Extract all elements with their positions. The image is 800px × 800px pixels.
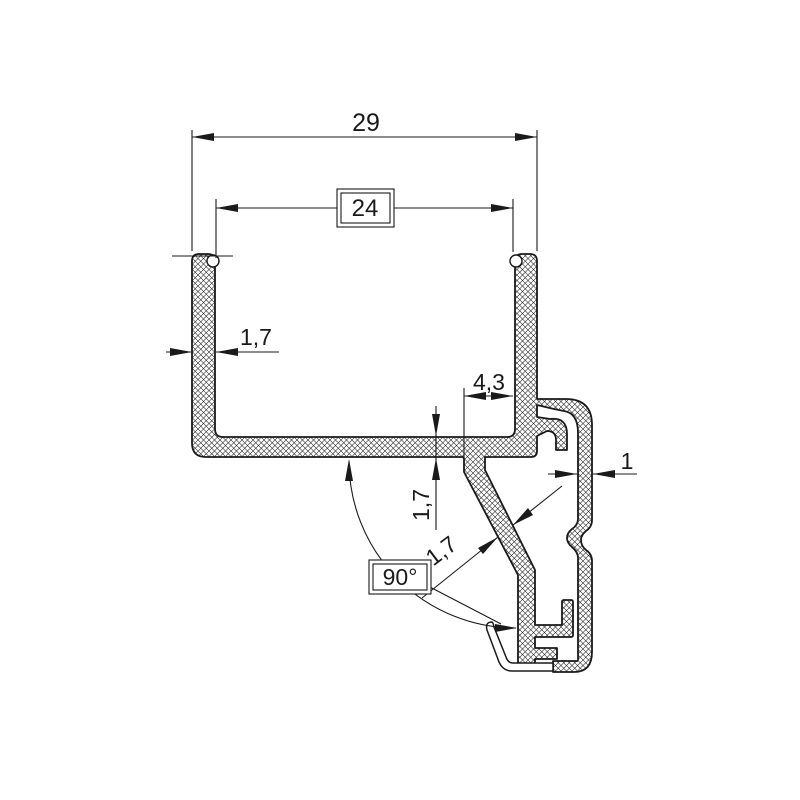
dimension-seal-lip-thickness: [421, 485, 563, 599]
dim-frame-inner: [340, 192, 391, 224]
dimension-opening-width: [215, 188, 514, 258]
dimension-step-width: [463, 388, 513, 460]
arrowhead: [478, 537, 498, 554]
profile-outline: [191, 253, 593, 673]
arrowhead: [491, 204, 513, 212]
arrowhead: [464, 392, 486, 400]
arrowhead: [216, 348, 238, 356]
arrowhead: [432, 414, 440, 436]
dimension-bottom-wall-thickness: [432, 406, 440, 530]
dimension-angle: [345, 459, 517, 632]
profile-cross-section: [191, 253, 593, 673]
dim-frame-inner: [372, 563, 428, 591]
arrowhead: [432, 458, 440, 480]
arrowhead: [593, 470, 615, 478]
dim-overall-width-label: 29: [352, 109, 380, 137]
dim-step-width-label: 4,3: [473, 369, 505, 395]
dim-opening-width-label: 24: [352, 195, 379, 222]
arrowhead: [513, 508, 533, 525]
arrowhead: [170, 348, 192, 356]
flexible-lip: [485, 621, 554, 672]
dimension-seal-wall-thickness: [548, 470, 637, 478]
dim-bottom-wall-thickness-label: 1,7: [408, 489, 434, 521]
leader-line: [427, 585, 502, 625]
dim-left-wall-thickness-label: 1,7: [240, 324, 272, 350]
dimension-left-wall-thickness: [166, 348, 279, 356]
dimension-overall-width: [172, 130, 538, 257]
arrowhead: [345, 459, 353, 481]
arrowhead: [515, 133, 537, 141]
dim-angle-label: 90°: [383, 564, 418, 590]
arrowhead: [495, 624, 517, 632]
left-wall-bead: [206, 254, 220, 268]
arrowhead: [216, 204, 238, 212]
arrowhead: [491, 392, 513, 400]
right-wall-bead: [509, 254, 523, 268]
arrowhead: [555, 470, 577, 478]
arrowhead: [192, 133, 214, 141]
dim-seal-wall-thickness-label: 1: [621, 448, 634, 474]
